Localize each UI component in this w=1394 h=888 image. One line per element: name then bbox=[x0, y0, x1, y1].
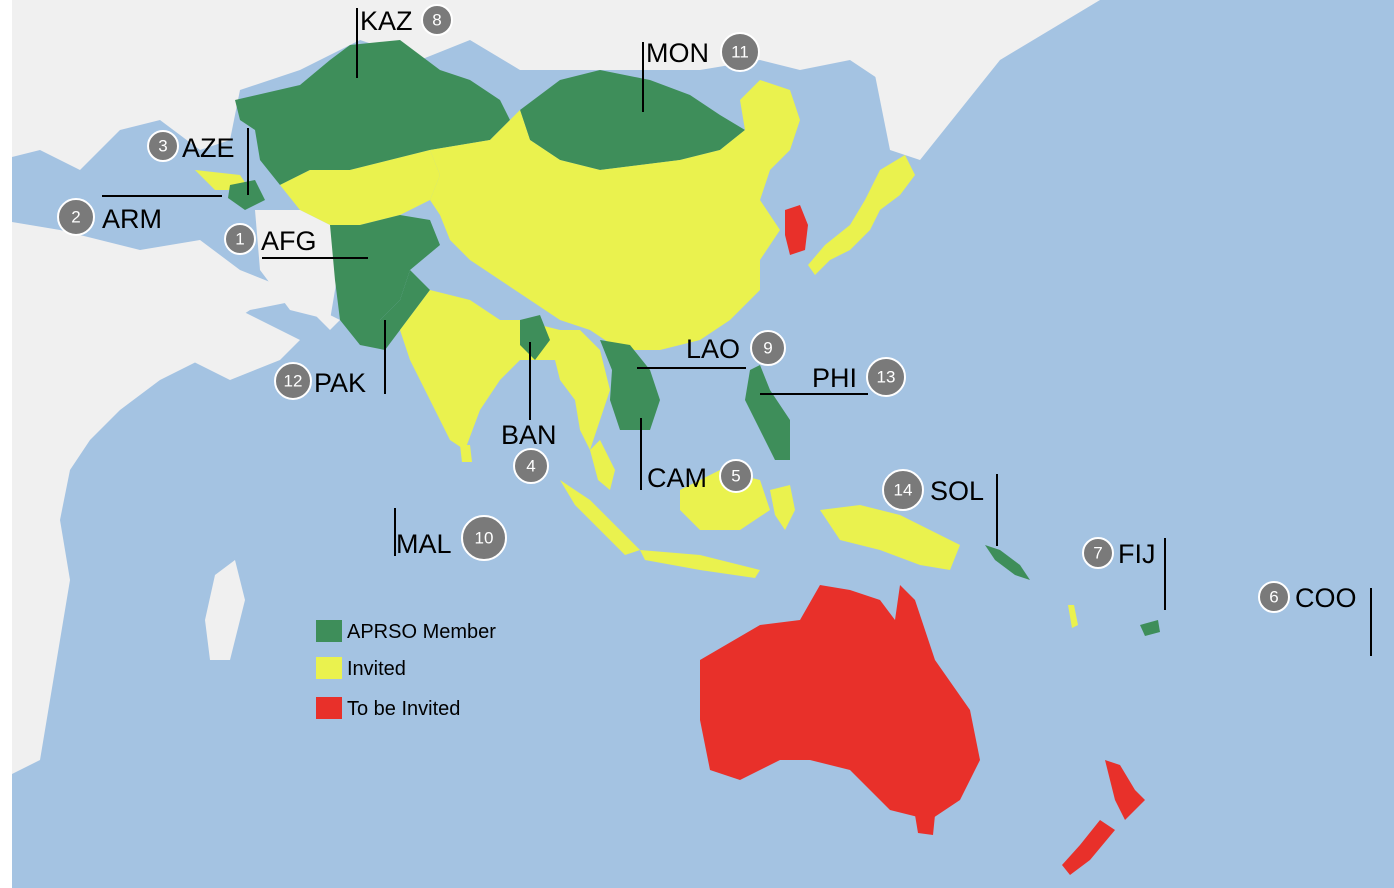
country-label-phi: PHI 13 bbox=[812, 357, 906, 397]
label-number: 6 bbox=[1269, 588, 1278, 607]
label-number: 13 bbox=[877, 368, 896, 387]
label-code: CAM bbox=[647, 463, 707, 493]
label-number: 11 bbox=[731, 43, 749, 62]
region-sri-lanka bbox=[460, 445, 472, 462]
region-japan bbox=[808, 155, 915, 275]
region-afg bbox=[330, 215, 440, 320]
region-korea bbox=[785, 205, 808, 255]
legend-label: Invited bbox=[347, 658, 406, 680]
land-russia-east bbox=[860, 0, 1394, 160]
region-java bbox=[640, 550, 760, 578]
label-code: PAK bbox=[314, 368, 366, 398]
region-lao-cam bbox=[600, 340, 660, 430]
legend-item-member: APRSO Member bbox=[316, 620, 496, 643]
label-code: LAO bbox=[686, 334, 740, 364]
country-label-mal: MAL 10 bbox=[396, 515, 507, 561]
country-label-coo: 6 COO bbox=[1258, 581, 1357, 613]
label-number: 9 bbox=[763, 339, 772, 358]
region-ban bbox=[520, 315, 550, 360]
region-malay-peninsula bbox=[590, 440, 615, 490]
label-code: AFG bbox=[261, 226, 317, 256]
label-code: FIJ bbox=[1118, 539, 1156, 569]
label-number: 7 bbox=[1093, 544, 1102, 563]
region-kaz bbox=[235, 40, 510, 185]
label-code: MON bbox=[646, 38, 709, 68]
label-number: 4 bbox=[526, 457, 535, 476]
region-nz-south bbox=[1062, 820, 1115, 875]
country-label-aze: 3 AZE bbox=[147, 130, 235, 163]
label-code: SOL bbox=[930, 476, 984, 506]
region-aze bbox=[228, 180, 265, 210]
label-code: KAZ bbox=[360, 6, 413, 36]
label-code: COO bbox=[1295, 583, 1357, 613]
country-label-mon: MON 11 bbox=[646, 32, 760, 72]
label-number: 5 bbox=[731, 467, 740, 486]
region-australia bbox=[700, 585, 980, 820]
country-label-fij: 7 FIJ bbox=[1082, 537, 1156, 569]
label-code: AZE bbox=[182, 133, 235, 163]
region-sulawesi bbox=[770, 485, 795, 530]
label-number: 2 bbox=[71, 208, 80, 227]
label-code: ARM bbox=[102, 204, 162, 234]
legend-swatch-member bbox=[316, 620, 342, 642]
legend-item-invited: Invited bbox=[316, 657, 406, 680]
legend-swatch-to-be-invited bbox=[316, 697, 342, 719]
label-number: 3 bbox=[158, 137, 167, 156]
region-tasmania bbox=[915, 815, 935, 835]
region-fij bbox=[1140, 620, 1160, 636]
label-code: BAN bbox=[501, 420, 557, 450]
label-code: PHI bbox=[812, 363, 857, 393]
country-label-sol: 14 SOL bbox=[882, 469, 984, 511]
region-pak bbox=[340, 270, 430, 350]
land-arabia bbox=[150, 280, 300, 380]
region-sumatra bbox=[560, 480, 640, 555]
label-code: MAL bbox=[396, 529, 452, 559]
frame-left bbox=[0, 0, 12, 888]
region-central-asia bbox=[280, 150, 440, 225]
region-phi bbox=[745, 365, 790, 460]
legend: APRSO Member Invited To be Invited bbox=[316, 620, 496, 720]
country-label-pak: 12 PAK bbox=[274, 362, 366, 400]
region-china bbox=[430, 80, 800, 350]
label-number: 14 bbox=[894, 481, 913, 500]
legend-label: To be Invited bbox=[347, 698, 460, 720]
region-mon bbox=[520, 70, 745, 170]
country-label-afg: 1 AFG bbox=[224, 223, 317, 256]
region-myanmar-thailand bbox=[550, 330, 610, 450]
region-nz-north bbox=[1105, 760, 1145, 820]
label-number: 8 bbox=[432, 11, 441, 30]
land-west bbox=[0, 0, 1020, 170]
country-label-cam: CAM 5 bbox=[647, 459, 753, 493]
region-new-guinea bbox=[820, 505, 960, 570]
leader-lines bbox=[102, 8, 1372, 656]
legend-label: APRSO Member bbox=[347, 621, 496, 643]
label-number: 1 bbox=[235, 230, 244, 249]
label-number: 12 bbox=[284, 372, 303, 391]
land-madagascar bbox=[205, 560, 245, 660]
legend-swatch-invited bbox=[316, 657, 342, 679]
region-iran bbox=[255, 210, 340, 320]
country-label-ban: BAN 4 bbox=[501, 420, 557, 484]
land-middle-east-africa bbox=[0, 220, 340, 780]
region-vanuatu bbox=[1068, 605, 1078, 628]
region-sol bbox=[985, 545, 1030, 580]
country-label-kaz: KAZ 8 bbox=[360, 4, 453, 36]
country-label-lao: LAO 9 bbox=[686, 330, 786, 366]
country-label-arm: 2 ARM bbox=[57, 198, 162, 236]
label-number: 10 bbox=[475, 529, 494, 548]
legend-item-to-be-invited: To be Invited bbox=[316, 697, 460, 720]
